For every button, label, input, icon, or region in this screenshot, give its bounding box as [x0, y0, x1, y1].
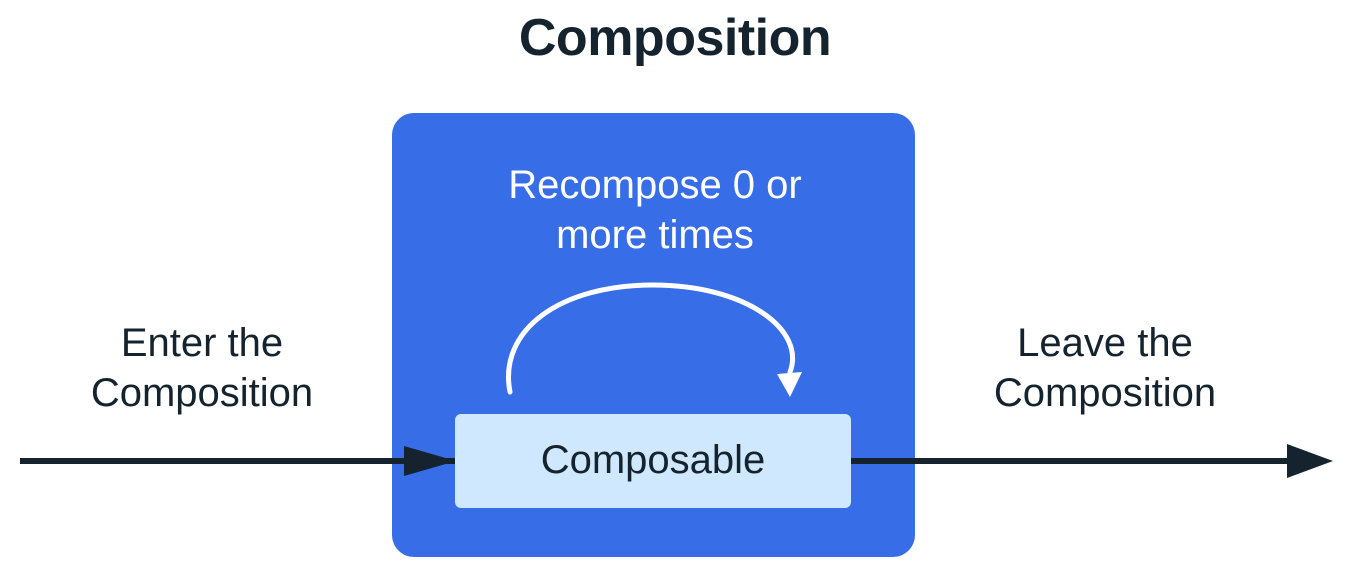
enter-composition-label: Enter the Composition [52, 318, 352, 418]
recompose-arrowhead [777, 372, 802, 397]
recompose-label-line-1: Recompose 0 or [508, 163, 802, 207]
leave-label-line-2: Composition [993, 371, 1217, 415]
leave-arrowhead [1287, 444, 1333, 478]
enter-label-line-2: Composition [90, 371, 314, 415]
recompose-loop-arrow [506, 282, 795, 395]
leave-composition-label: Leave the Composition [955, 318, 1255, 418]
leave-label-line-1: Leave the [1017, 321, 1193, 365]
enter-arrowhead [404, 446, 456, 476]
enter-label-line-1: Enter the [120, 321, 284, 365]
recompose-label-line-2: more times [556, 213, 754, 257]
recompose-label: Recompose 0 or more times [440, 160, 870, 260]
composable-box [455, 414, 851, 508]
diagram-title: Composition [518, 9, 832, 67]
composable-label: Composable [540, 438, 766, 482]
